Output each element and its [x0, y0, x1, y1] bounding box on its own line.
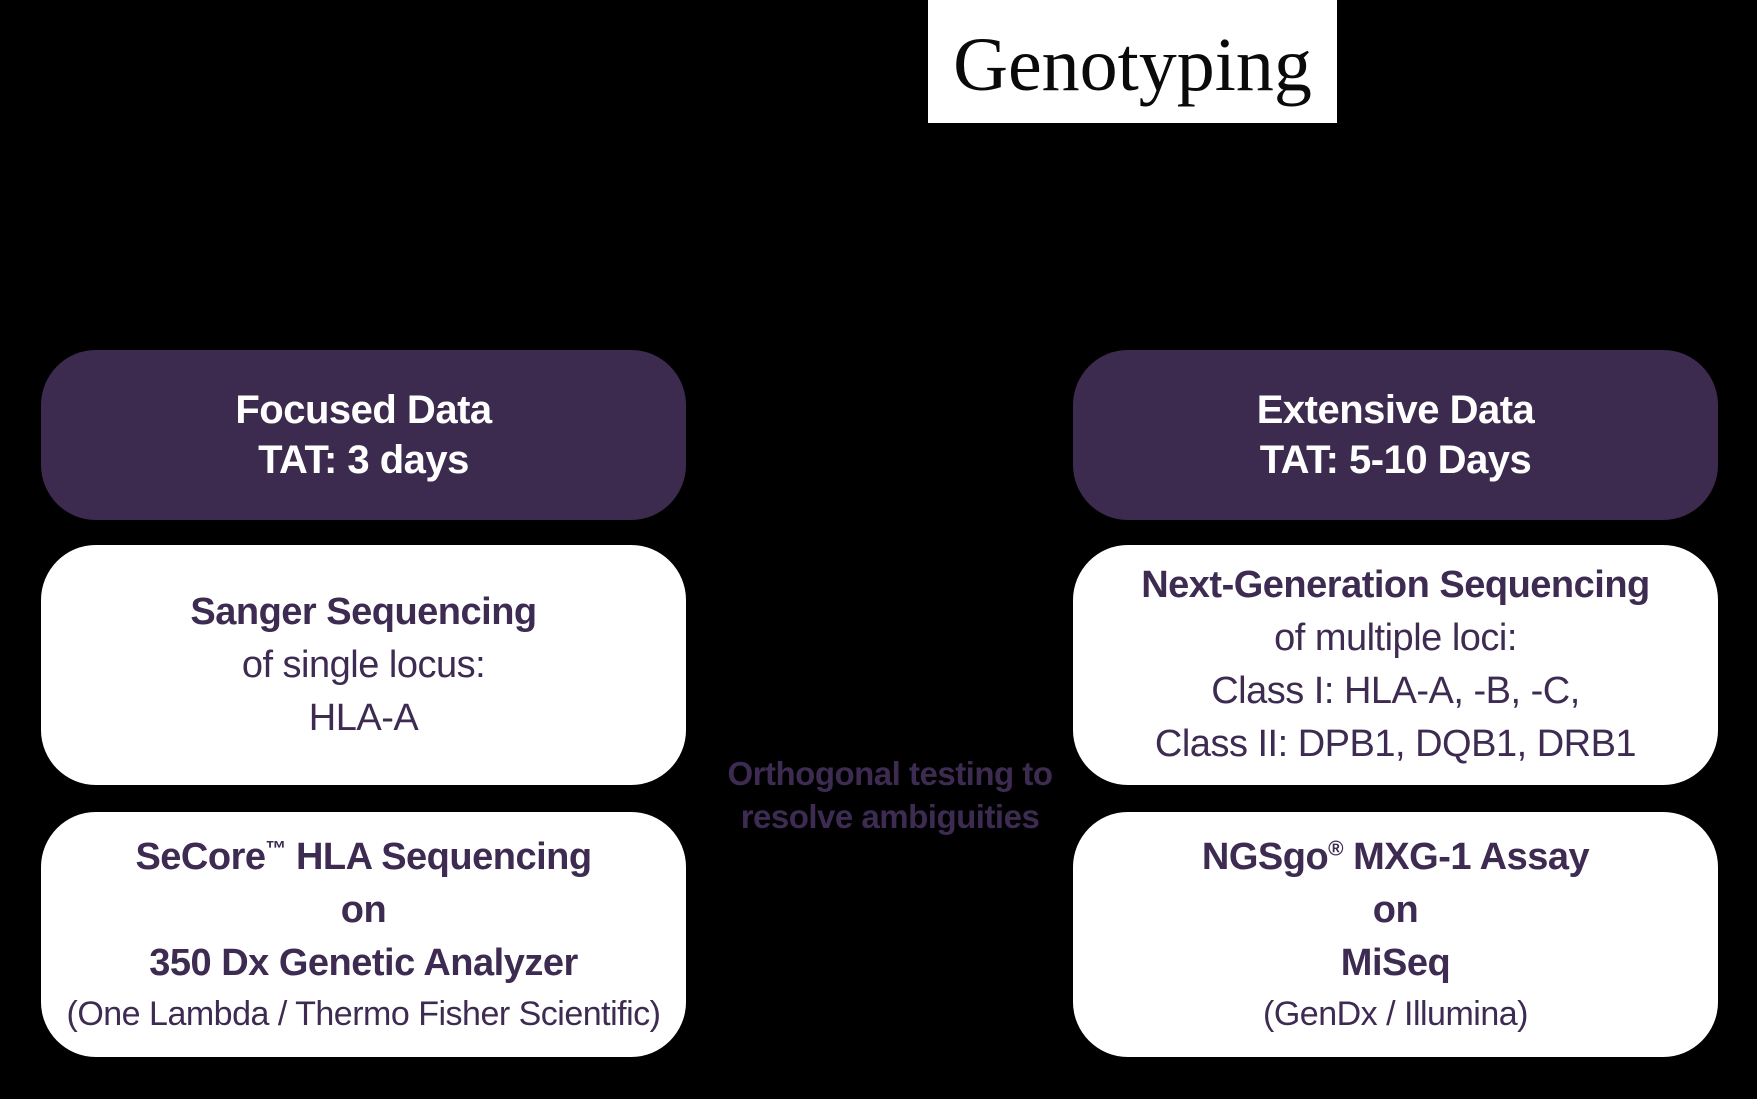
left-platform-instrument: 350 Dx Genetic Analyzer — [149, 942, 578, 984]
right-header-line1: Extensive Data — [1256, 388, 1535, 432]
right-product-rest: MXG-1 Assay — [1343, 836, 1590, 878]
diagram-title: Genotyping — [953, 22, 1312, 107]
left-header-line1: Focused Data — [235, 388, 492, 432]
left-product-name: SeCore — [135, 836, 266, 878]
right-platform-vendor: (GenDx / Illumina) — [1263, 995, 1528, 1033]
right-platform-instrument: MiSeq — [1340, 942, 1451, 984]
left-method-title: Sanger Sequencing — [190, 590, 537, 633]
right-method-box: Next-Generation Sequencing of multiple l… — [1073, 545, 1718, 785]
note-line1: Orthogonal testing to — [727, 755, 1053, 792]
left-platform-product: SeCore™ HLA Sequencing — [135, 831, 592, 884]
note-line2: resolve ambiguities — [740, 798, 1040, 835]
registered-symbol: ® — [1328, 837, 1344, 861]
left-platform-connector: on — [340, 889, 387, 931]
right-method-line2: of multiple loci: — [1274, 617, 1517, 659]
diagram-title-box: Genotyping — [928, 0, 1337, 123]
right-method-line3: Class I: HLA-A, -B, -C, — [1211, 670, 1580, 712]
left-method-line3: HLA-A — [308, 696, 419, 739]
left-platform-box: SeCore™ HLA Sequencing on 350 Dx Genetic… — [41, 812, 686, 1057]
left-method-box: Sanger Sequencing of single locus: HLA-A — [41, 545, 686, 785]
left-method-line2: of single locus: — [241, 643, 486, 686]
right-method-line4: Class II: DPB1, DQB1, DRB1 — [1154, 723, 1637, 765]
orthogonal-testing-note: Orthogonal testing to resolve ambiguitie… — [680, 752, 1100, 838]
left-platform-vendor: (One Lambda / Thermo Fisher Scientific) — [66, 995, 662, 1033]
right-platform-product: NGSgo® MXG-1 Assay — [1201, 831, 1590, 884]
left-product-rest: HLA Sequencing — [285, 836, 592, 878]
left-header-tat: TAT: 3 days — [258, 438, 469, 482]
right-product-name: NGSgo — [1201, 836, 1329, 878]
right-platform-box: NGSgo® MXG-1 Assay on MiSeq (GenDx / Ill… — [1073, 812, 1718, 1057]
right-header-tat: TAT: 5-10 Days — [1259, 438, 1532, 482]
trademark-symbol: ™ — [265, 837, 287, 861]
left-branch-header: Focused Data TAT: 3 days — [41, 350, 686, 520]
right-branch-header: Extensive Data TAT: 5-10 Days — [1073, 350, 1718, 520]
right-method-title: Next-Generation Sequencing — [1141, 564, 1650, 606]
right-platform-connector: on — [1372, 889, 1419, 931]
